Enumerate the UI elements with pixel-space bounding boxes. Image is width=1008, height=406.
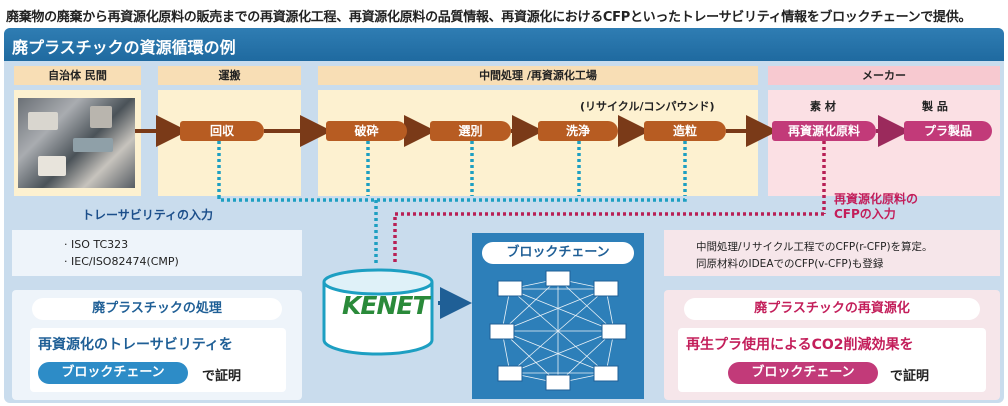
title-bar: 廃プラスチックの資源循環の例 — [4, 28, 1004, 61]
cfp-line: 同原材料のIDEAでのCFP(v-CFP)も登録 — [696, 258, 884, 270]
kenet-logo: KENET — [342, 291, 430, 320]
standard-item: · IEC/ISO82474(CMP) — [64, 255, 179, 268]
step-recycled-material: 再資源化原料 — [772, 121, 876, 141]
blockchain-network-icon — [489, 270, 627, 391]
left-card-suffix: で証明 — [202, 369, 242, 384]
blockchain-label: ブロックチェーン — [482, 242, 634, 264]
step-collection: 回収 — [180, 121, 264, 141]
step-pelletizing: 造粒 — [644, 121, 726, 141]
right-card-body: 再生プラ使用によるCO2削減効果を ブロックチェーン で証明 — [678, 328, 986, 392]
right-card-suffix: で証明 — [890, 369, 930, 384]
step-plastic-product: プラ製品 — [904, 121, 992, 141]
step-crushing: 破砕 — [326, 121, 407, 141]
header-maker: メーカー — [768, 66, 1000, 85]
left-info-card: 廃プラスチックの処理 再資源化のトレーサビリティを ブロックチェーン で証明 — [12, 290, 302, 400]
standard-item: · ISO TC323 — [64, 238, 129, 251]
right-card-title: 廃プラスチックの再資源化 — [684, 298, 980, 320]
left-card-pill: ブロックチェーン — [38, 362, 188, 384]
cfp-box: 中間処理/リサイクル工程でのCFP(r-CFP)を算定。 同原材料のIDEAでの… — [664, 230, 1000, 276]
right-info-card: 廃プラスチックの再資源化 再生プラ使用によるCO2削減効果を ブロックチェーン … — [664, 290, 1000, 400]
traceability-input-label: トレーサビリティの入力 — [82, 208, 214, 222]
right-card-line: 再生プラ使用によるCO2削減効果を — [686, 337, 914, 353]
standards-box: · ISO TC323 · IEC/ISO82474(CMP) — [12, 230, 302, 276]
left-card-body: 再資源化のトレーサビリティを ブロックチェーン で証明 — [30, 328, 286, 392]
step-washing: 洗浄 — [538, 121, 618, 141]
blockchain-box: ブロックチェーン — [472, 233, 644, 399]
right-card-pill: ブロックチェーン — [728, 362, 878, 384]
sub-header-recycle: (リサイクル/コンパウンド) — [580, 100, 715, 113]
left-card-title: 廃プラスチックの処理 — [32, 298, 282, 320]
left-card-line: 再資源化のトレーサビリティを — [38, 337, 233, 353]
waste-photo — [18, 98, 135, 188]
sub-header-material: 素 材 — [810, 100, 836, 113]
cfp-line: 中間処理/リサイクル工程でのCFP(r-CFP)を算定。 — [696, 241, 933, 253]
kenet-database-icon — [322, 268, 434, 356]
diagram-panel: 廃プラスチックの資源循環の例 自治体 民間 運搬 中間処理 /再資源化工場 メー… — [4, 28, 1004, 403]
cfp-input-label-line2: CFPの入力 — [834, 207, 896, 221]
connector-lines — [135, 115, 910, 319]
header-processing: 中間処理 /再資源化工場 — [318, 66, 758, 85]
header-municipality: 自治体 民間 — [14, 66, 141, 85]
step-sorting: 選別 — [430, 121, 511, 141]
diagram-title: 廃プラスチックの資源循環の例 — [12, 38, 236, 57]
header-transport: 運搬 — [158, 66, 301, 85]
page-caption: 廃棄物の廃棄から再資源化原料の販売までの再資源化工程、再資源化原料の品質情報、再… — [6, 10, 972, 25]
cfp-input-label-line1: 再資源化原料の — [834, 192, 919, 206]
sub-header-product: 製 品 — [922, 100, 948, 113]
